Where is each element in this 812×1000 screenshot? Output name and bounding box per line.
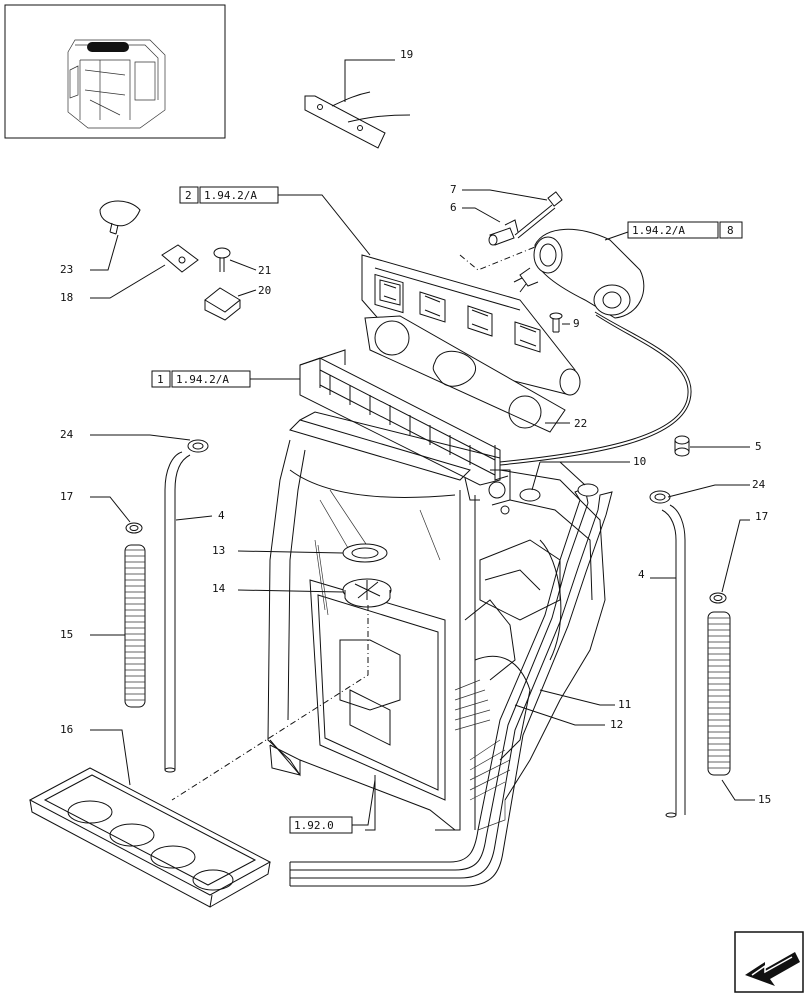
part-16-vent-tray	[28, 767, 272, 908]
ref-d-code: 1.92.0	[294, 819, 334, 832]
callout-23: 23	[60, 263, 73, 276]
part-22-gasket	[364, 315, 566, 433]
ref-a-num: 2	[185, 189, 192, 202]
part-19-bracket	[304, 91, 411, 149]
part-18-clip	[161, 244, 199, 273]
pipes-11-12	[289, 487, 613, 887]
tractor-thumbnail-icon	[67, 39, 166, 129]
callout-21: 21	[258, 264, 271, 277]
part-9-screw	[549, 312, 563, 333]
callout-19: 19	[400, 48, 413, 61]
pipe-clamp-10	[519, 483, 599, 502]
callout-17-left: 17	[60, 490, 73, 503]
left-hose-4	[164, 451, 191, 773]
part-6-nut	[488, 219, 519, 246]
part-14-diffuser	[342, 578, 392, 608]
blower-motor	[499, 228, 692, 466]
ref-b-code: 1.94.2/A	[176, 373, 229, 386]
ref-box-a: 2 1.94.2/A	[179, 186, 279, 204]
callout-24-right: 24	[752, 478, 766, 491]
callout-24-left: 24	[60, 428, 74, 441]
ref-c-code: 1.94.2/A	[632, 224, 685, 237]
callout-14: 14	[212, 582, 226, 595]
prev-page-button[interactable]	[734, 931, 804, 993]
callout-22: 22	[574, 417, 587, 430]
ref-a-code: 1.94.2/A	[204, 189, 257, 202]
callout-4-left: 4	[218, 509, 225, 522]
callout-11-label: 11	[618, 698, 631, 711]
right-clamp-24	[649, 490, 671, 504]
part-13-ring	[342, 543, 388, 563]
thumbnail-frame	[4, 4, 226, 139]
part-7-screw	[514, 191, 563, 239]
ref-c-num: 8	[727, 224, 734, 237]
left-clamp-17	[125, 522, 143, 534]
callout-15-left: 15	[60, 628, 73, 641]
ref-box-c: 1.94.2/A 8	[627, 221, 743, 239]
heat-exchanger	[299, 349, 511, 515]
ref-box-b: 1 1.94.2/A	[151, 370, 251, 388]
callout-9: 9	[573, 317, 580, 330]
callout-5: 5	[755, 440, 762, 453]
right-clamp-17	[709, 592, 727, 604]
part-23-knob	[99, 200, 141, 235]
callout-16: 16	[60, 723, 73, 736]
right-hose-4	[661, 504, 686, 818]
callout-20: 20	[258, 284, 271, 297]
part-5-plug	[674, 435, 690, 457]
part-21-screw	[213, 247, 231, 272]
callout-12-label: 12	[610, 718, 623, 731]
right-corrugated-hose-15	[707, 611, 731, 776]
left-corrugated-hose-15	[124, 544, 146, 708]
callout-18: 18	[60, 291, 73, 304]
ref-box-d: 1.92.0	[289, 816, 353, 834]
callout-17-right: 17	[755, 510, 768, 523]
part-20-clip-nut	[204, 287, 241, 321]
callout-10: 10	[633, 455, 646, 468]
callout-6: 6	[450, 201, 457, 214]
callout-15-right: 15	[758, 793, 771, 806]
left-clamp-24	[187, 439, 209, 453]
cab-outline	[267, 411, 606, 831]
heater-fan-housing	[361, 254, 581, 396]
ref-b-num: 1	[157, 373, 164, 386]
callout-7: 7	[450, 183, 457, 196]
arrow-previous-icon	[745, 952, 800, 986]
callout-4-right: 4	[638, 568, 645, 581]
callout-13: 13	[212, 544, 225, 557]
